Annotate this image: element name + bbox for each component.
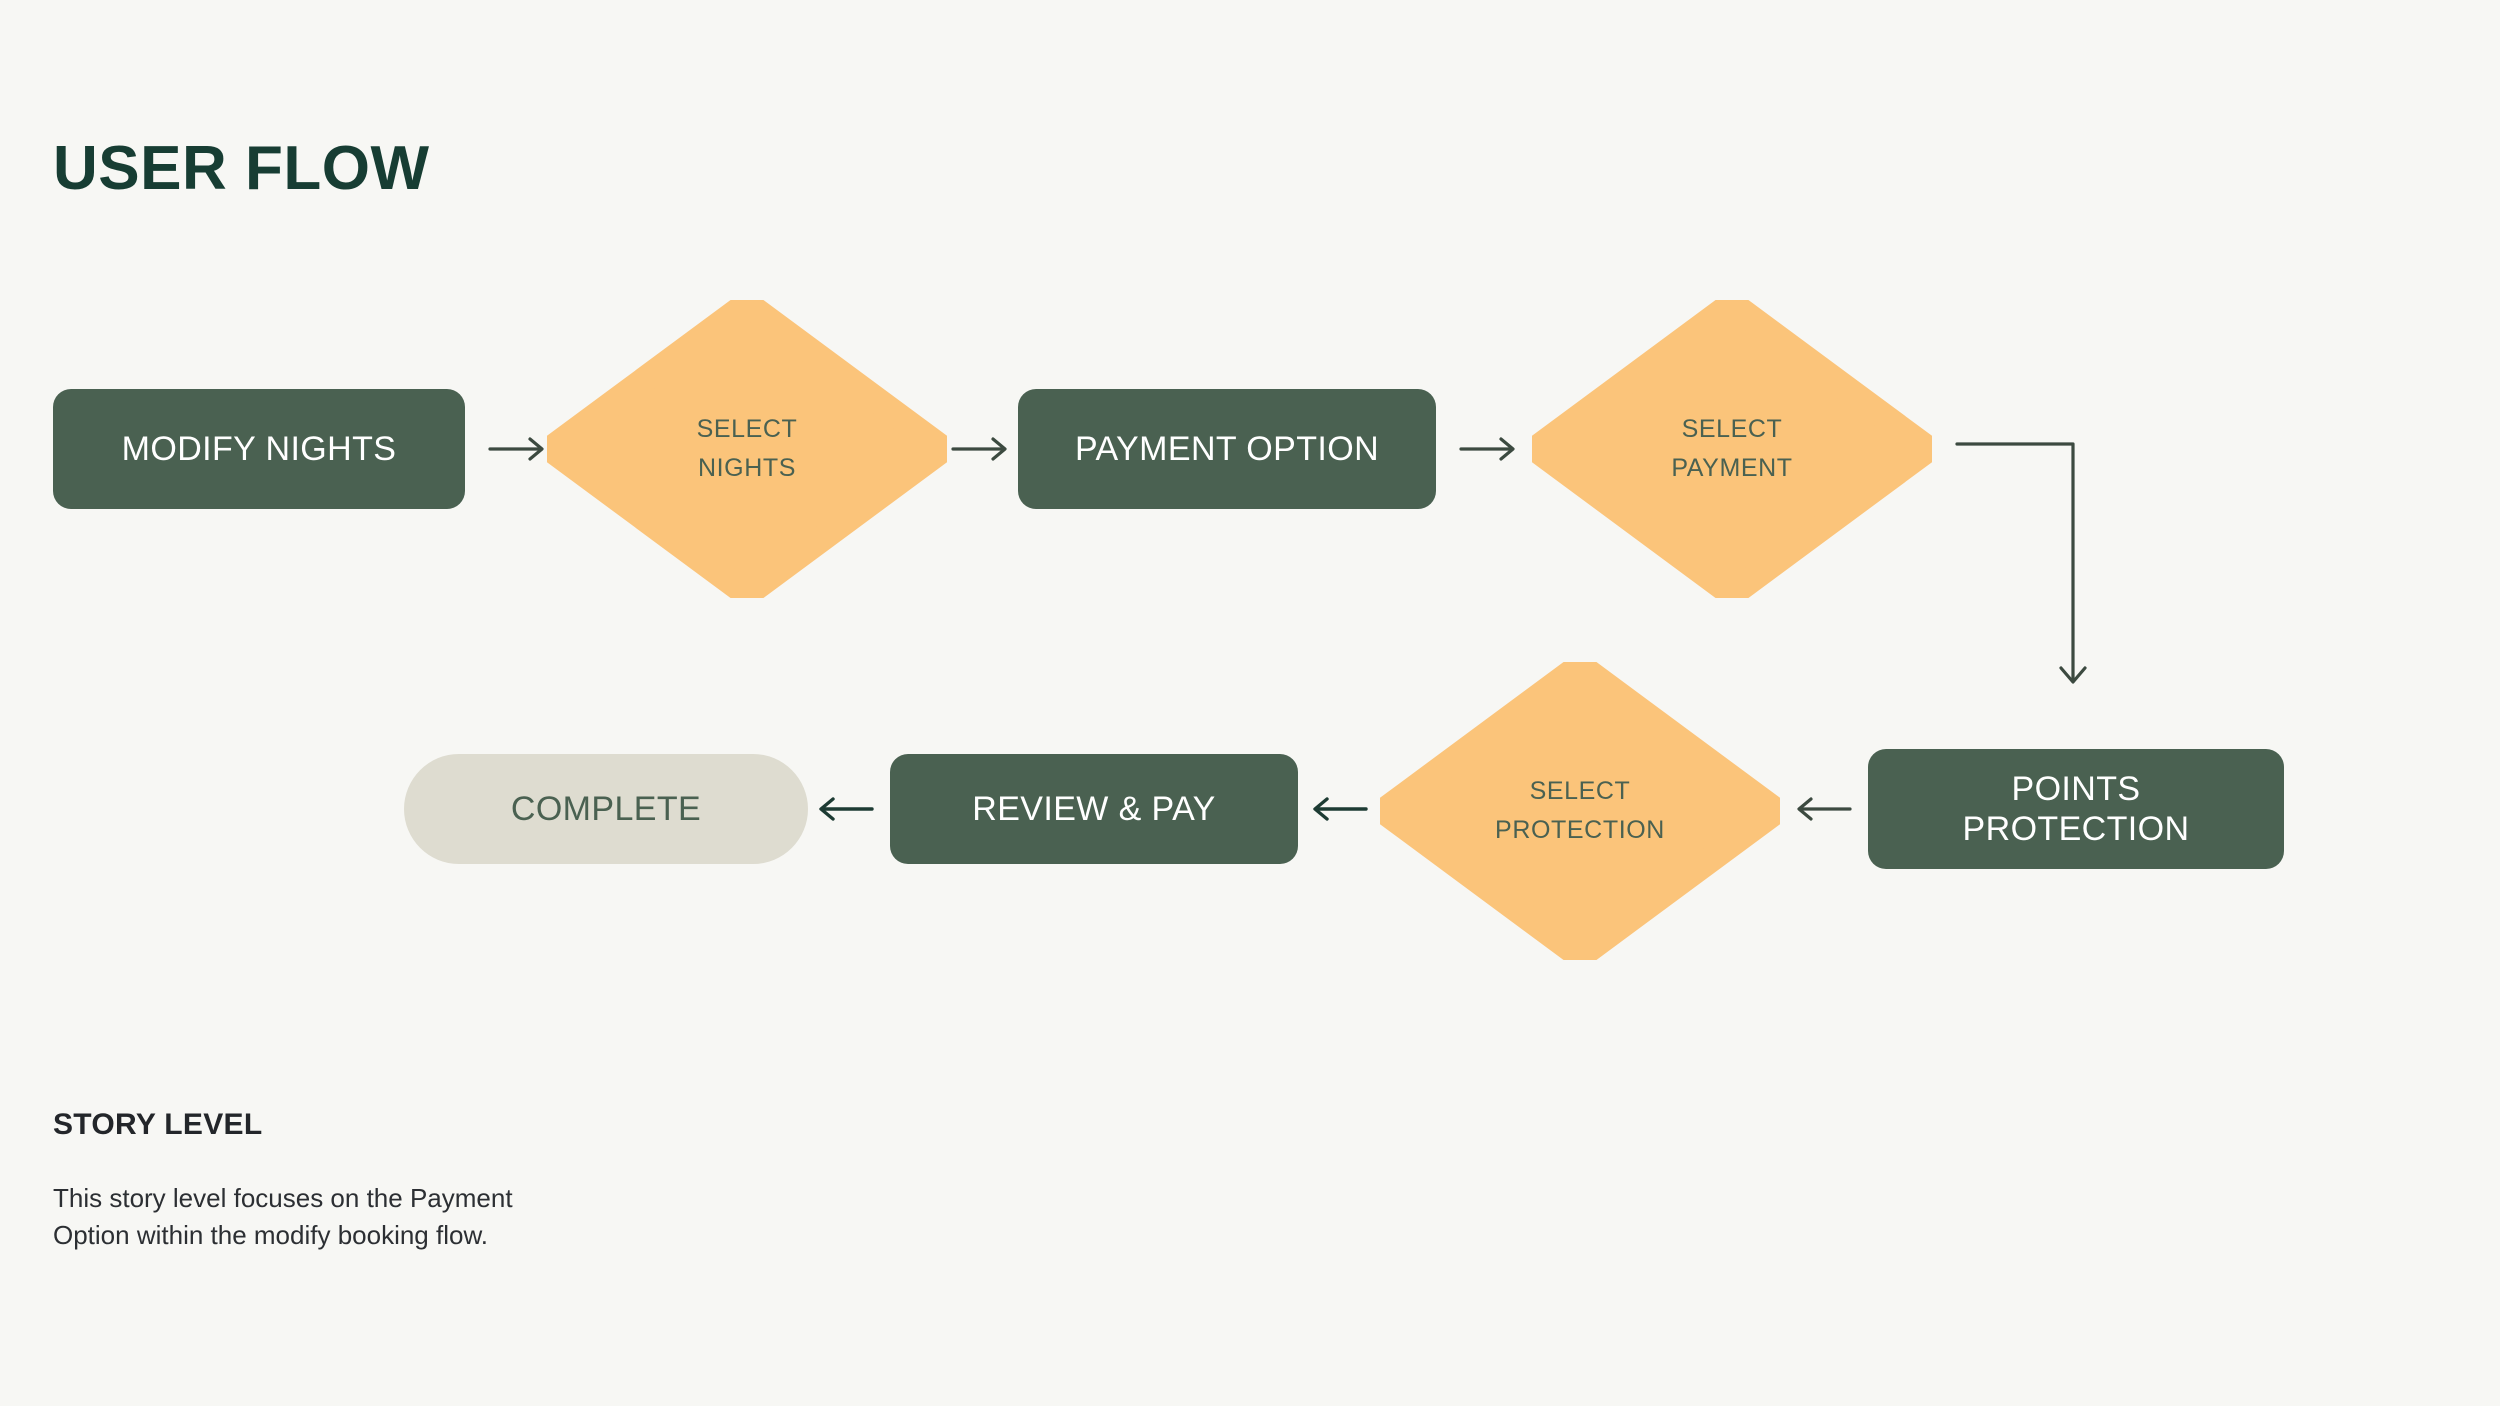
flow-node-modify-nights[interactable]: MODIFY NIGHTS [53, 389, 465, 509]
story-level-description: This story level focuses on the Payment … [53, 1183, 513, 1250]
connector-select-payment-to-points [1955, 432, 2125, 702]
story-level-heading: STORY LEVEL [53, 1108, 263, 1141]
flow-node-points-protection[interactable]: POINTS PROTECTION [1868, 749, 2284, 869]
connector-select-nights-to-payment [951, 431, 1014, 467]
flow-node-select-nights[interactable]: SELECT NIGHTS [547, 300, 947, 598]
diamond-shape [547, 300, 947, 598]
flow-node-label: COMPLETE [510, 789, 702, 828]
flow-node-label: SELECT PROTECTION [1495, 777, 1665, 844]
flow-node-label: PAYMENT OPTION [1074, 429, 1380, 468]
flow-node-complete[interactable]: COMPLETE [404, 754, 808, 864]
flow-node-label: SELECT PAYMENT [1671, 415, 1793, 482]
diamond-shape [1380, 662, 1780, 960]
page-title: USER FLOW [53, 134, 430, 203]
flow-node-label: SELECT NIGHTS [696, 415, 798, 482]
flow-node-review-pay[interactable]: REVIEW & PAY [890, 754, 1298, 864]
flow-node-label: POINTS PROTECTION [1962, 769, 2190, 848]
flow-node-label: REVIEW & PAY [972, 789, 1216, 828]
connector-points-to-select-protection [1792, 791, 1858, 827]
diamond-shape [1532, 300, 1932, 598]
flow-node-payment-option[interactable]: PAYMENT OPTION [1018, 389, 1436, 509]
connector-review-to-complete [816, 791, 882, 827]
flow-node-select-payment[interactable]: SELECT PAYMENT [1532, 300, 1932, 598]
connector-payment-to-select-payment [1459, 431, 1522, 467]
connector-modify-to-select-nights [488, 431, 551, 467]
flow-node-label: MODIFY NIGHTS [121, 429, 397, 468]
connector-select-protection-to-review [1310, 791, 1376, 827]
flow-node-select-protection[interactable]: SELECT PROTECTION [1380, 662, 1780, 960]
